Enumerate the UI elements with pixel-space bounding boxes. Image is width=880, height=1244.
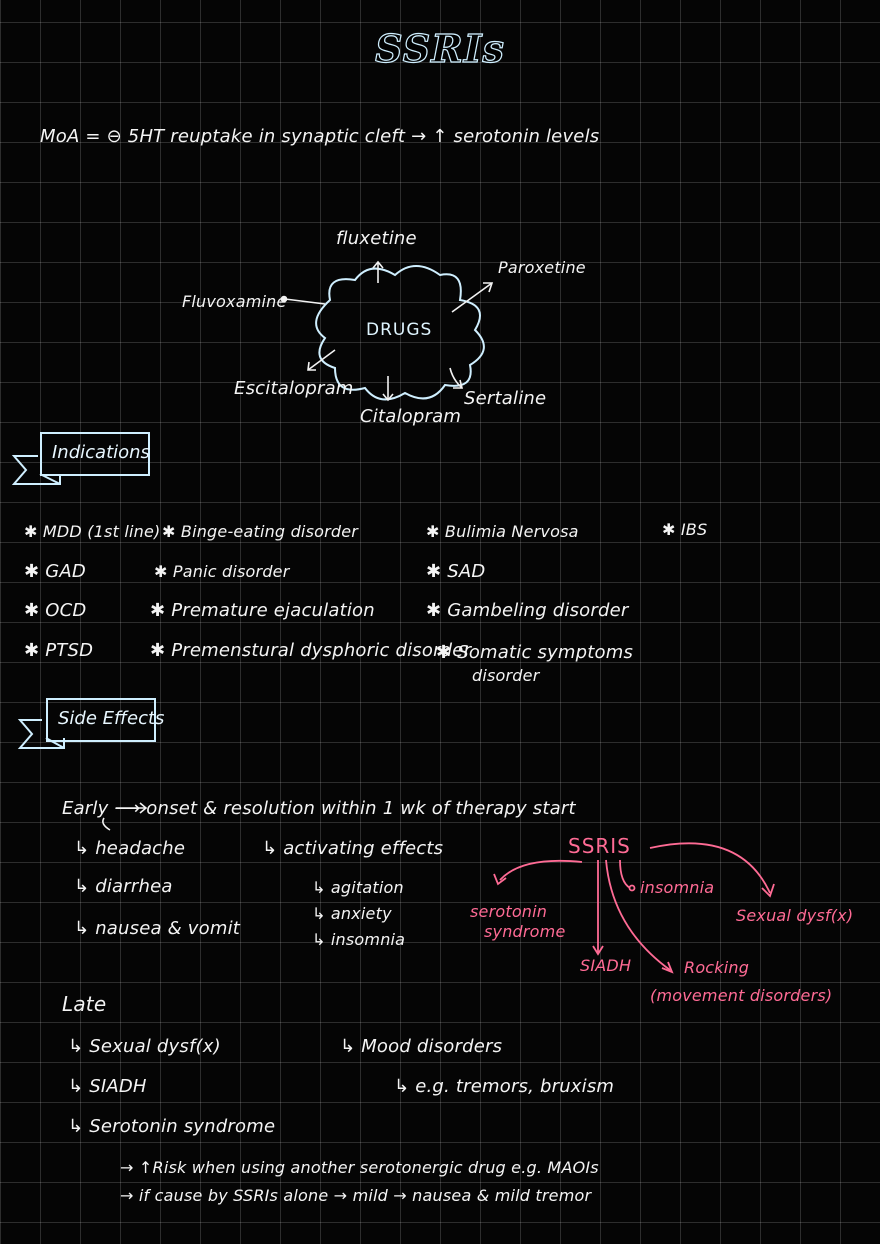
indication-item: ✱ Binge-eating disorder [162,522,359,541]
late-heading: Late [62,992,107,1016]
side-effects-heading: Side Effects [58,708,165,729]
indication-item: ✱ GAD [24,561,86,582]
indications-banner: Indications [40,432,150,476]
side-effects-banner: Side Effects [46,698,164,742]
ssris-map-rocking: Rocking [684,958,750,977]
ssris-map-sexual: Sexual dysf(x) [736,906,854,925]
late-mood: ↳ Mood disorders [340,1036,503,1057]
indication-item: ✱ IBS [662,520,708,539]
early-item: ↳ headache [74,838,186,859]
indication-item: ✱ Gambeling disorder [426,600,629,621]
ssris-map-movement: (movement disorders) [650,986,833,1005]
activating-item: ↳ agitation [312,878,404,897]
indication-item: ✱ MDD (1st line) [24,522,161,541]
indication-item: ✱ Bulimia Nervosa [426,522,579,541]
early-item: ↳ diarrhea [74,876,173,897]
early-line: Early ⟶ onset & resolution within 1 wk o… [62,798,576,819]
drug-citalopram: Citalopram [360,406,462,427]
indication-item: ✱ Premature ejaculation [150,600,375,621]
drug-fluoxetine: fluxetine [336,228,417,249]
ssris-map-syndrome: syndrome [484,922,566,941]
alone-line: → if cause by SSRIs alone → mild → nause… [120,1186,592,1205]
activating-item: ↳ insomnia [312,930,406,949]
ssris-map-center: SSRIS [568,834,631,858]
indication-item: ✱ Premenstural dysphoric disorder [150,640,472,661]
drug-fluvoxamine: Fluvoxamine [182,292,287,311]
drug-paroxetine: Paroxetine [498,258,586,277]
indication-item: ✱ SAD [426,561,486,582]
ssris-map-insomnia: insomnia [640,878,715,897]
late-mood-example: ↳ e.g. tremors, bruxism [394,1076,615,1097]
indications-heading: Indications [52,442,150,463]
indication-item: ✱ OCD [24,600,87,621]
drug-sertraline: Sertaline [464,388,547,409]
indication-item: disorder [472,666,540,685]
drug-escitalopram: Escitalopram [234,378,354,399]
early-item: ↳ nausea & vomit [74,918,241,939]
indication-item: ✱ Panic disorder [154,562,290,581]
risk-line: → ↑Risk when using another serotonergic … [120,1158,599,1177]
drugs-cloud-label: DRUGS [366,320,433,340]
late-item: ↳ Serotonin syndrome [68,1116,276,1137]
ssris-map-serotonin: serotonin [470,902,548,921]
page-title: SSRIs [374,25,505,71]
activating-effects: ↳ activating effects [262,838,444,859]
indication-item: ✱ Somatic symptoms [436,642,634,663]
ssris-map-siadh: SIADH [580,956,632,975]
late-item: ↳ SIADH [68,1076,147,1097]
indication-item: ✱ PTSD [24,640,94,661]
late-item: ↳ Sexual dysf(x) [68,1036,221,1057]
moa-line: MoA = ⊖ 5HT reuptake in synaptic cleft →… [40,126,600,147]
activating-item: ↳ anxiety [312,904,392,923]
